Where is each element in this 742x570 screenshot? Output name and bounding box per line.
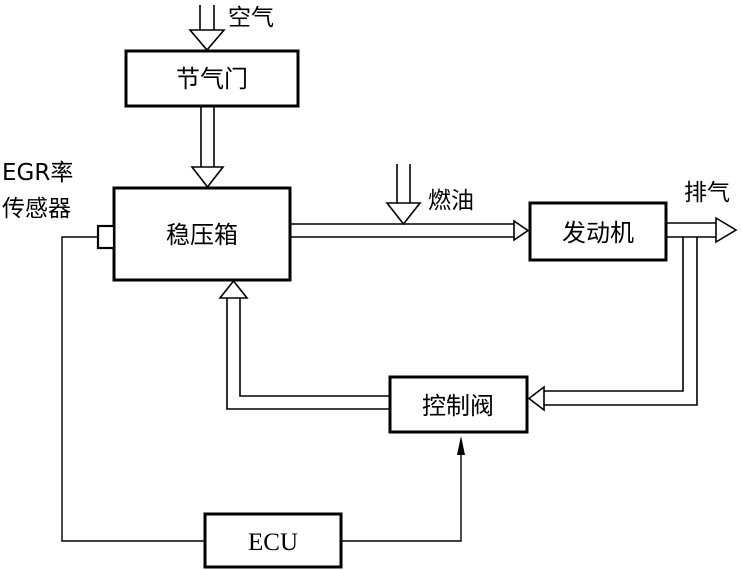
control-valve-node: 控制阀 [388,375,529,434]
surge-tank-label: 稳压箱 [166,221,238,249]
air-inlet-arrow [188,5,226,52]
exhaust-arrow [666,216,738,244]
ecu-label: ECU [248,529,298,556]
ecu-to-valve-arrowhead [457,436,465,455]
ecu-to-valve-wire [341,436,465,542]
engine-label: 发动机 [562,219,634,247]
engine-node: 发动机 [528,201,668,262]
egr-sensor [96,224,116,250]
ecu-node: ECU [203,512,343,569]
surge-tank-node: 稳压箱 [112,186,292,282]
intake-pipe-arrow [290,219,530,242]
air-label: 空气 [228,5,274,31]
throttle-node: 节气门 [124,49,300,108]
throttle-label: 节气门 [176,65,248,93]
fuel-arrow [385,164,422,226]
control-valve-label: 控制阀 [422,392,494,420]
egr-sensor-label-line1: EGR率 [2,160,73,186]
egr-sensor-label-line2: 传感器 [2,196,71,222]
egr-return-pipe [527,237,698,412]
throttle-to-tank-arrow [190,107,225,189]
fuel-label: 燃油 [428,188,474,214]
recirculation-pipe [218,279,390,410]
sensor-to-ecu-wire [61,236,205,542]
exhaust-label: 排气 [684,180,730,206]
